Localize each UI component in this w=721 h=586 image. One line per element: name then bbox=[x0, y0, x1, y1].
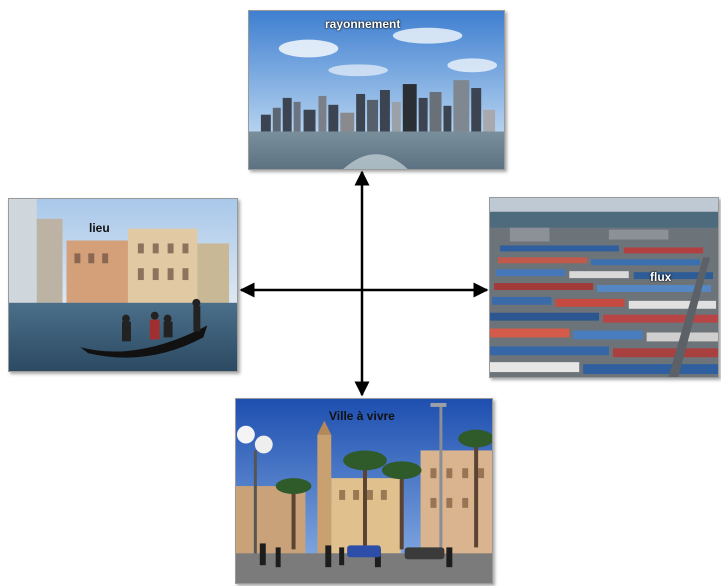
palm-square-photo: Ville à vivre bbox=[235, 398, 493, 584]
label-lieu: lieu bbox=[89, 221, 110, 235]
container-port-photo: flux bbox=[489, 197, 719, 378]
label-rayonnement: rayonnement bbox=[325, 17, 401, 31]
city-skyline-image bbox=[249, 11, 504, 169]
venice-gondola-image bbox=[9, 199, 237, 371]
city-skyline-photo: rayonnement bbox=[248, 10, 505, 170]
palm-square-image bbox=[236, 399, 492, 583]
venice-gondola-photo: lieu bbox=[8, 198, 238, 372]
label-flux: flux bbox=[650, 270, 672, 284]
container-port-image bbox=[490, 198, 718, 377]
label-ville-a-vivre: Ville à vivre bbox=[329, 409, 395, 423]
